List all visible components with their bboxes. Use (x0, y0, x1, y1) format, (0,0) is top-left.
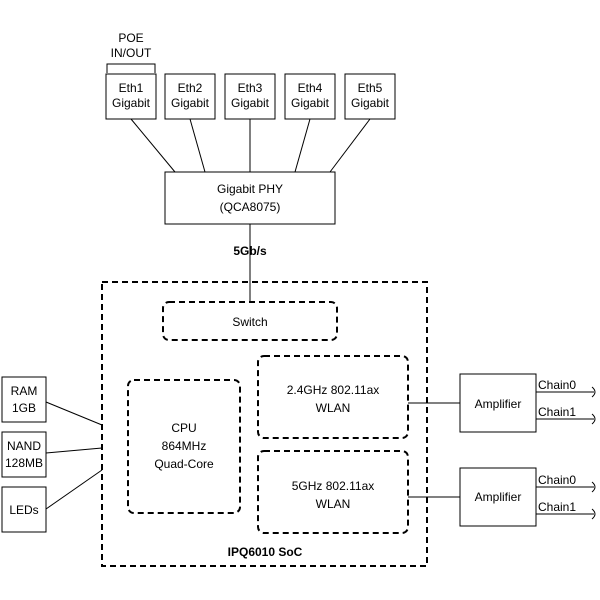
wlan-5ghz-label: WLAN (316, 497, 351, 511)
nand-block: NAND 128MB (1, 431, 47, 478)
eth-port-speed: Gigabit (351, 96, 390, 110)
antenna-icon (591, 413, 596, 425)
leds-block: LEDs (1, 486, 47, 533)
antenna-icon (591, 481, 596, 493)
cpu-title: CPU (171, 421, 196, 435)
phy-chip: (QCA8075) (220, 200, 281, 214)
leds-label: LEDs (9, 503, 38, 517)
wlan-24ghz-title: 2.4GHz 802.11ax (287, 383, 380, 397)
antenna-icon (591, 508, 596, 520)
ram-block: RAM 1GB (1, 376, 47, 423)
chain1-label: Chain1 (538, 405, 576, 419)
peripheral-connectors (45, 401, 103, 510)
amplifier-label: Amplifier (475, 397, 522, 411)
soc-boundary (101, 281, 428, 567)
amplifier-label: Amplifier (475, 490, 522, 504)
amplifier-2: Amplifier Chain0 Chain1 (459, 467, 596, 527)
poe-bracket (106, 63, 156, 73)
nand-title: NAND (7, 439, 41, 453)
phy-title: Gigabit PHY (217, 182, 283, 196)
nand-size: 128MB (5, 456, 43, 470)
eth-port-5: Eth5 Gigabit (344, 73, 396, 120)
switch-label: Switch (232, 315, 267, 329)
wlan-24ghz-block: 2.4GHz 802.11ax WLAN (257, 355, 409, 439)
eth-port-speed: Gigabit (171, 96, 210, 110)
eth-port-1: Eth1 Gigabit (105, 73, 157, 120)
chain1-label: Chain1 (538, 500, 576, 514)
chain0-label: Chain0 (538, 378, 576, 392)
ram-size: 1GB (12, 401, 36, 415)
eth-port-2: Eth2 Gigabit (164, 73, 216, 120)
ram-title: RAM (11, 384, 38, 398)
poe-label-line2: IN/OUT (111, 46, 152, 60)
amplifier-1: Amplifier Chain0 Chain1 (459, 373, 596, 433)
eth-port-name: Eth4 (298, 81, 323, 95)
wlan-5ghz-title: 5GHz 802.11ax (292, 479, 375, 493)
cpu-frequency: 864MHz (162, 439, 207, 453)
eth-port-speed: Gigabit (231, 96, 270, 110)
eth-port-speed: Gigabit (112, 96, 151, 110)
soc-label: IPQ6010 SoC (228, 545, 303, 559)
eth-port-name: Eth2 (178, 81, 203, 95)
cpu-cores: Quad-Core (154, 457, 214, 471)
gigabit-phy-block: Gigabit PHY (QCA8075) (164, 171, 336, 225)
poe-label-line1: POE (118, 31, 143, 45)
eth-port-4: Eth4 Gigabit (284, 73, 336, 120)
eth-port-speed: Gigabit (291, 96, 330, 110)
wlan-5ghz-block: 5GHz 802.11ax WLAN (257, 450, 409, 534)
cpu-block: CPU 864MHz Quad-Core (127, 379, 241, 514)
wlan-24ghz-label: WLAN (316, 401, 351, 415)
eth-port-name: Eth1 (119, 81, 144, 95)
eth-port-3: Eth3 Gigabit (224, 73, 276, 120)
link-speed-label: 5Gb/s (233, 244, 267, 258)
chain0-label: Chain0 (538, 473, 576, 487)
port-to-phy-connectors (130, 118, 371, 173)
switch-block: Switch (162, 301, 338, 341)
eth-port-name: Eth5 (358, 81, 383, 95)
antenna-icon (591, 386, 596, 398)
eth-port-name: Eth3 (238, 81, 263, 95)
